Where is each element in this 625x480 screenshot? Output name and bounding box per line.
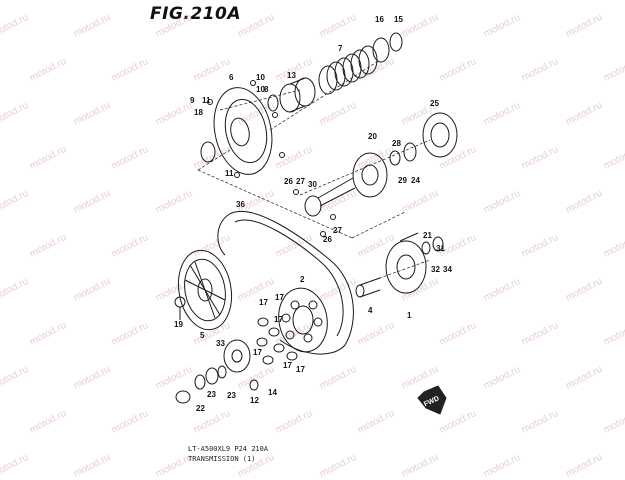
callout-20: 20 xyxy=(368,132,377,141)
callout-32: 32 xyxy=(431,265,440,274)
callout-2: 2 xyxy=(300,275,305,284)
callout-26b: 26 xyxy=(323,235,332,244)
callout-25: 25 xyxy=(430,99,439,108)
callout-14: 14 xyxy=(268,388,277,397)
callout-11a: 11 xyxy=(202,96,211,105)
callout-28: 28 xyxy=(392,139,401,148)
part-ring-15 xyxy=(389,32,403,52)
callout-17d: 17 xyxy=(253,348,262,357)
part-roller-weights xyxy=(256,317,298,365)
callout-17c: 17 xyxy=(274,315,283,324)
footer-section-name: TRANSMISSION (1) xyxy=(188,455,256,463)
part-bolt-19 xyxy=(174,296,186,320)
part-bearing-24 xyxy=(403,142,417,162)
callout-17b: 17 xyxy=(275,293,284,302)
callout-23b: 23 xyxy=(227,391,236,400)
callout-21: 21 xyxy=(423,231,432,240)
callout-4: 4 xyxy=(368,306,373,315)
callout-22: 22 xyxy=(196,404,205,413)
part-fixed-drive-face xyxy=(177,249,233,331)
callout-24: 24 xyxy=(411,176,420,185)
part-pin xyxy=(355,277,381,298)
callout-34: 34 xyxy=(443,265,452,274)
callout-23a: 23 xyxy=(207,390,216,399)
callout-7: 7 xyxy=(338,44,343,53)
part-ring-21 xyxy=(421,241,431,255)
parts-drawing: FWD 1 2 4 5 6 7 8 9 10 10 11 11 12 13 14… xyxy=(174,15,458,415)
callout-labels: 1 2 4 5 6 7 8 9 10 10 11 11 12 13 14 15 … xyxy=(174,15,452,413)
callout-10a: 10 xyxy=(256,73,265,82)
callout-16: 16 xyxy=(375,15,384,24)
part-sleeve xyxy=(267,77,316,113)
callout-11b: 11 xyxy=(225,169,234,178)
callout-26a: 26 xyxy=(284,177,293,186)
callout-17a: 17 xyxy=(259,298,268,307)
callout-10b: 10 xyxy=(256,85,265,94)
part-oring xyxy=(200,141,216,163)
callout-27b: 27 xyxy=(333,226,342,235)
part-fasteners xyxy=(207,80,336,237)
callout-29: 29 xyxy=(398,176,407,185)
callout-8: 8 xyxy=(264,85,269,94)
callout-13: 13 xyxy=(287,71,296,80)
callout-9: 9 xyxy=(190,96,195,105)
callout-31: 31 xyxy=(436,244,445,253)
callout-33: 33 xyxy=(216,339,225,348)
part-drive-belt xyxy=(217,210,354,355)
part-gear xyxy=(422,112,458,158)
part-driven-pulley xyxy=(385,232,427,294)
callout-18: 18 xyxy=(194,108,203,117)
footer-model-code: LT-A500XL9 P24 210A xyxy=(188,445,269,453)
fwd-arrow xyxy=(417,385,447,415)
callout-17e: 17 xyxy=(283,361,292,370)
part-movable-drive-face xyxy=(213,87,273,175)
part-ring-28 xyxy=(389,150,401,166)
part-ring-16 xyxy=(372,37,390,63)
part-driven-shaft xyxy=(304,152,388,217)
callout-6: 6 xyxy=(229,73,234,82)
part-spring xyxy=(318,45,378,95)
callout-15: 15 xyxy=(394,15,403,24)
figure-title: FIG.210A xyxy=(150,4,241,24)
part-roller-hub xyxy=(278,287,328,353)
part-cam-plate xyxy=(223,339,251,373)
callout-36: 36 xyxy=(236,200,245,209)
part-ring-31 xyxy=(432,236,444,252)
part-small-washers xyxy=(175,365,259,404)
callout-12: 12 xyxy=(250,396,259,405)
callout-5: 5 xyxy=(200,331,205,340)
callout-17f: 17 xyxy=(296,365,305,374)
callout-19: 19 xyxy=(174,320,183,329)
callout-1: 1 xyxy=(407,311,412,320)
callout-27a: 27 xyxy=(296,177,305,186)
callout-30: 30 xyxy=(308,180,317,189)
